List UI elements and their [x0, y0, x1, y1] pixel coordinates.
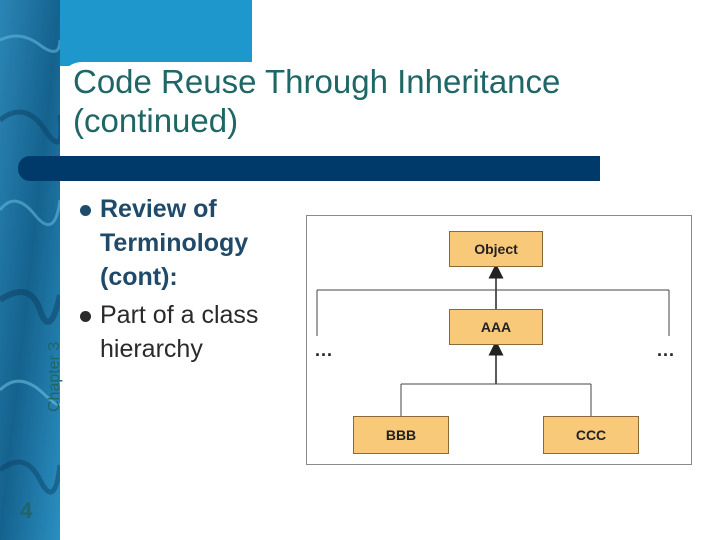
divider-bar [60, 156, 600, 181]
content-corner [60, 181, 76, 197]
bullet-text: Review of Terminology (cont): [100, 195, 249, 291]
node-ccc: CCC [543, 416, 639, 454]
bullet-dot-icon [80, 205, 91, 216]
bullet-dot-icon [80, 311, 91, 322]
water-texture [0, 0, 60, 540]
node-object: Object [449, 231, 543, 267]
ellipsis-right: ... [657, 340, 676, 360]
bullet-list: Review of Terminology (cont): Part of a … [78, 192, 303, 366]
left-decorative-strip [0, 0, 60, 540]
bullet-item-hierarchy: Part of a class hierarchy [78, 298, 303, 366]
node-bbb: BBB [353, 416, 449, 454]
page-number: 4 [20, 498, 33, 523]
title-panel [60, 62, 720, 160]
ellipsis-left: ... [315, 340, 334, 360]
class-hierarchy-diagram: Object AAA BBB CCC ... ... [306, 215, 692, 465]
chapter-label: Chapter 3 [46, 341, 63, 412]
node-aaa: AAA [449, 309, 543, 345]
bullet-text: Part of a class hierarchy [100, 301, 259, 363]
header-accent-block [60, 0, 252, 66]
bullet-item-terminology: Review of Terminology (cont): [78, 192, 303, 294]
hierarchy-connectors [316, 263, 670, 416]
slide-title: Code Reuse Through Inheritance (continue… [73, 63, 561, 139]
